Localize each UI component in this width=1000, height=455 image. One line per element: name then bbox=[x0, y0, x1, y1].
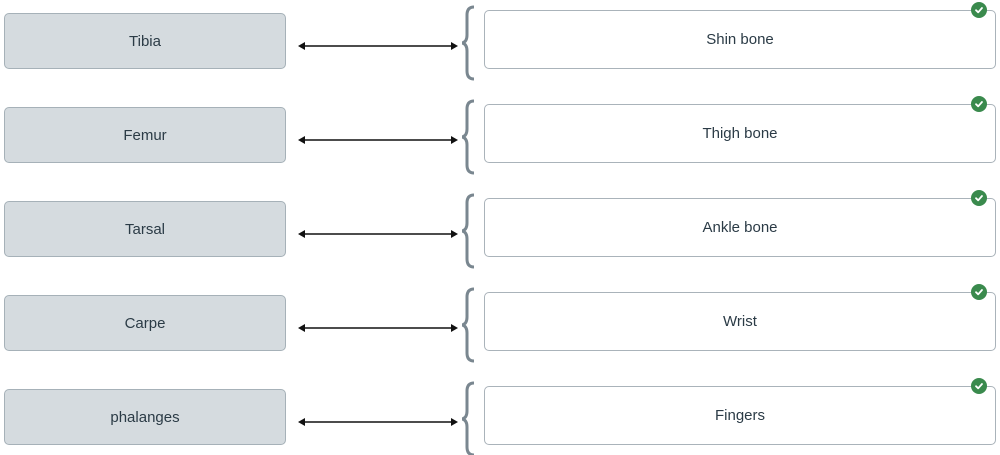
double-arrow-icon bbox=[298, 229, 458, 238]
term-tarsal[interactable]: Tarsal bbox=[4, 201, 286, 257]
bracket-icon bbox=[462, 193, 476, 269]
bracket-icon bbox=[462, 381, 476, 455]
answer-label: Ankle bone bbox=[702, 219, 778, 236]
double-arrow-icon bbox=[298, 417, 458, 426]
answer-shin-bone[interactable]: Shin bone bbox=[484, 10, 996, 69]
term-tibia[interactable]: Tibia bbox=[4, 13, 286, 69]
term-label: Femur bbox=[123, 126, 167, 144]
match-row: Tibia Shin bone bbox=[0, 2, 1000, 86]
double-arrow-icon bbox=[298, 135, 458, 144]
double-arrow-icon bbox=[298, 41, 458, 50]
match-row: Carpe Wrist bbox=[0, 284, 1000, 368]
term-carpe[interactable]: Carpe bbox=[4, 295, 286, 351]
double-arrow-icon bbox=[298, 323, 458, 332]
term-phalanges[interactable]: phalanges bbox=[4, 389, 286, 445]
answer-thigh-bone[interactable]: Thigh bone bbox=[484, 104, 996, 163]
bracket-icon bbox=[462, 99, 476, 175]
answer-label: Fingers bbox=[714, 407, 766, 424]
answer-ankle-bone[interactable]: Ankle bone bbox=[484, 198, 996, 257]
bracket-icon bbox=[462, 5, 476, 81]
check-circle-icon bbox=[971, 284, 987, 300]
check-circle-icon bbox=[971, 96, 987, 112]
check-circle-icon bbox=[971, 190, 987, 206]
answer-label: Wrist bbox=[723, 313, 757, 330]
match-row: phalanges Fingers bbox=[0, 378, 1000, 455]
check-circle-icon bbox=[971, 2, 987, 18]
bracket-icon bbox=[462, 287, 476, 363]
term-label: Tarsal bbox=[124, 220, 165, 238]
match-row: Tarsal Ankle bone bbox=[0, 190, 1000, 274]
term-label: Carpe bbox=[124, 314, 166, 332]
answer-label: Thigh bone bbox=[702, 125, 778, 142]
answer-fingers[interactable]: Fingers bbox=[484, 386, 996, 445]
term-label: Tibia bbox=[129, 32, 161, 50]
answer-label: Shin bone bbox=[706, 31, 774, 48]
term-label: phalanges bbox=[110, 408, 180, 426]
answer-wrist[interactable]: Wrist bbox=[484, 292, 996, 351]
check-circle-icon bbox=[971, 378, 987, 394]
term-femur[interactable]: Femur bbox=[4, 107, 286, 163]
match-row: Femur Thigh bone bbox=[0, 96, 1000, 180]
